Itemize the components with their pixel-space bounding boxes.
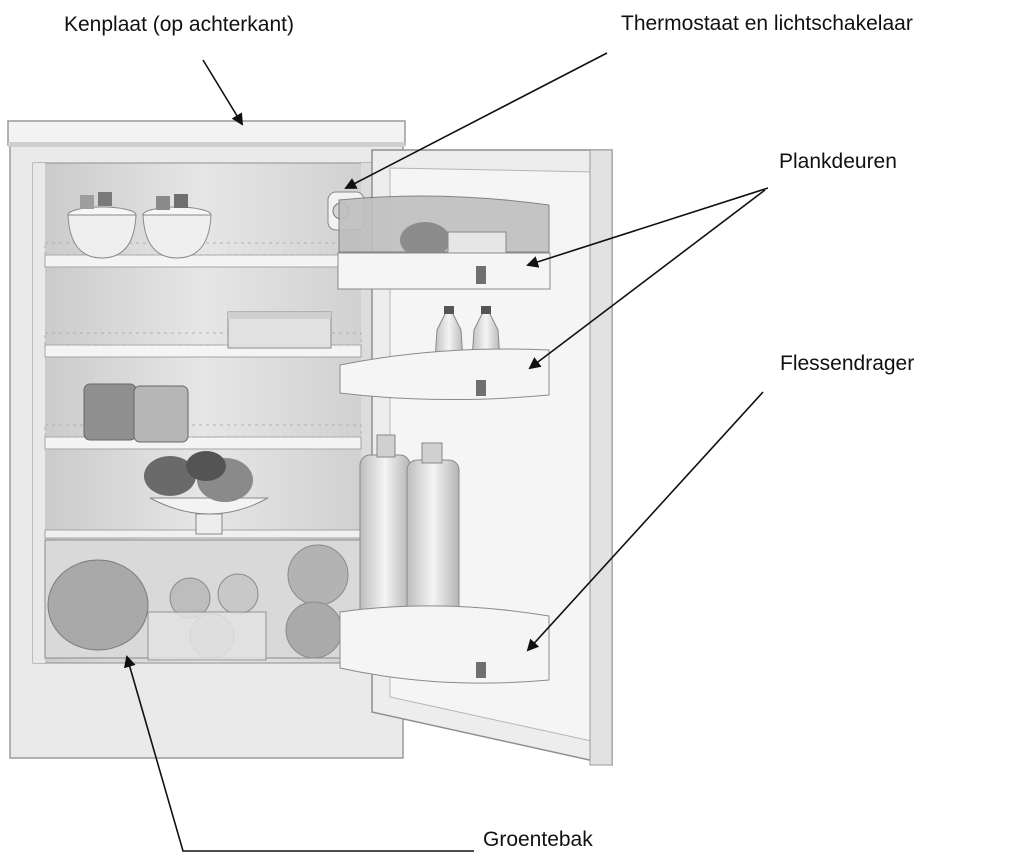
food-items <box>44 191 365 661</box>
baking-dish <box>227 311 332 349</box>
leader-plankdeuren-middle <box>528 189 766 370</box>
door-shelf-top <box>337 195 551 290</box>
top-plate <box>7 120 406 146</box>
label-groentebak: Groentebak <box>483 828 593 851</box>
leader-flessendrager <box>526 391 764 652</box>
leader-thermostaat <box>344 52 608 189</box>
label-plankdeuren: Plankdeuren <box>779 150 897 173</box>
leader-lines <box>124 52 769 852</box>
label-flessendrager: Flessendrager <box>780 352 915 375</box>
leader-groentebak <box>124 655 474 852</box>
bowls <box>67 192 212 259</box>
door-bottle-rack <box>339 434 550 684</box>
leader-kenplaat <box>202 59 244 126</box>
fruit-bowl <box>144 451 269 535</box>
label-thermostaat: Thermostaat en lichtschakelaar <box>621 12 913 35</box>
leader-plankdeuren-top <box>526 187 769 268</box>
label-kenplaat: Kenplaat (op achterkant) <box>64 13 294 36</box>
door-shelves <box>337 195 551 684</box>
crisper-drawer <box>44 539 362 661</box>
door-shelf-middle <box>339 306 550 401</box>
jars <box>83 383 189 443</box>
